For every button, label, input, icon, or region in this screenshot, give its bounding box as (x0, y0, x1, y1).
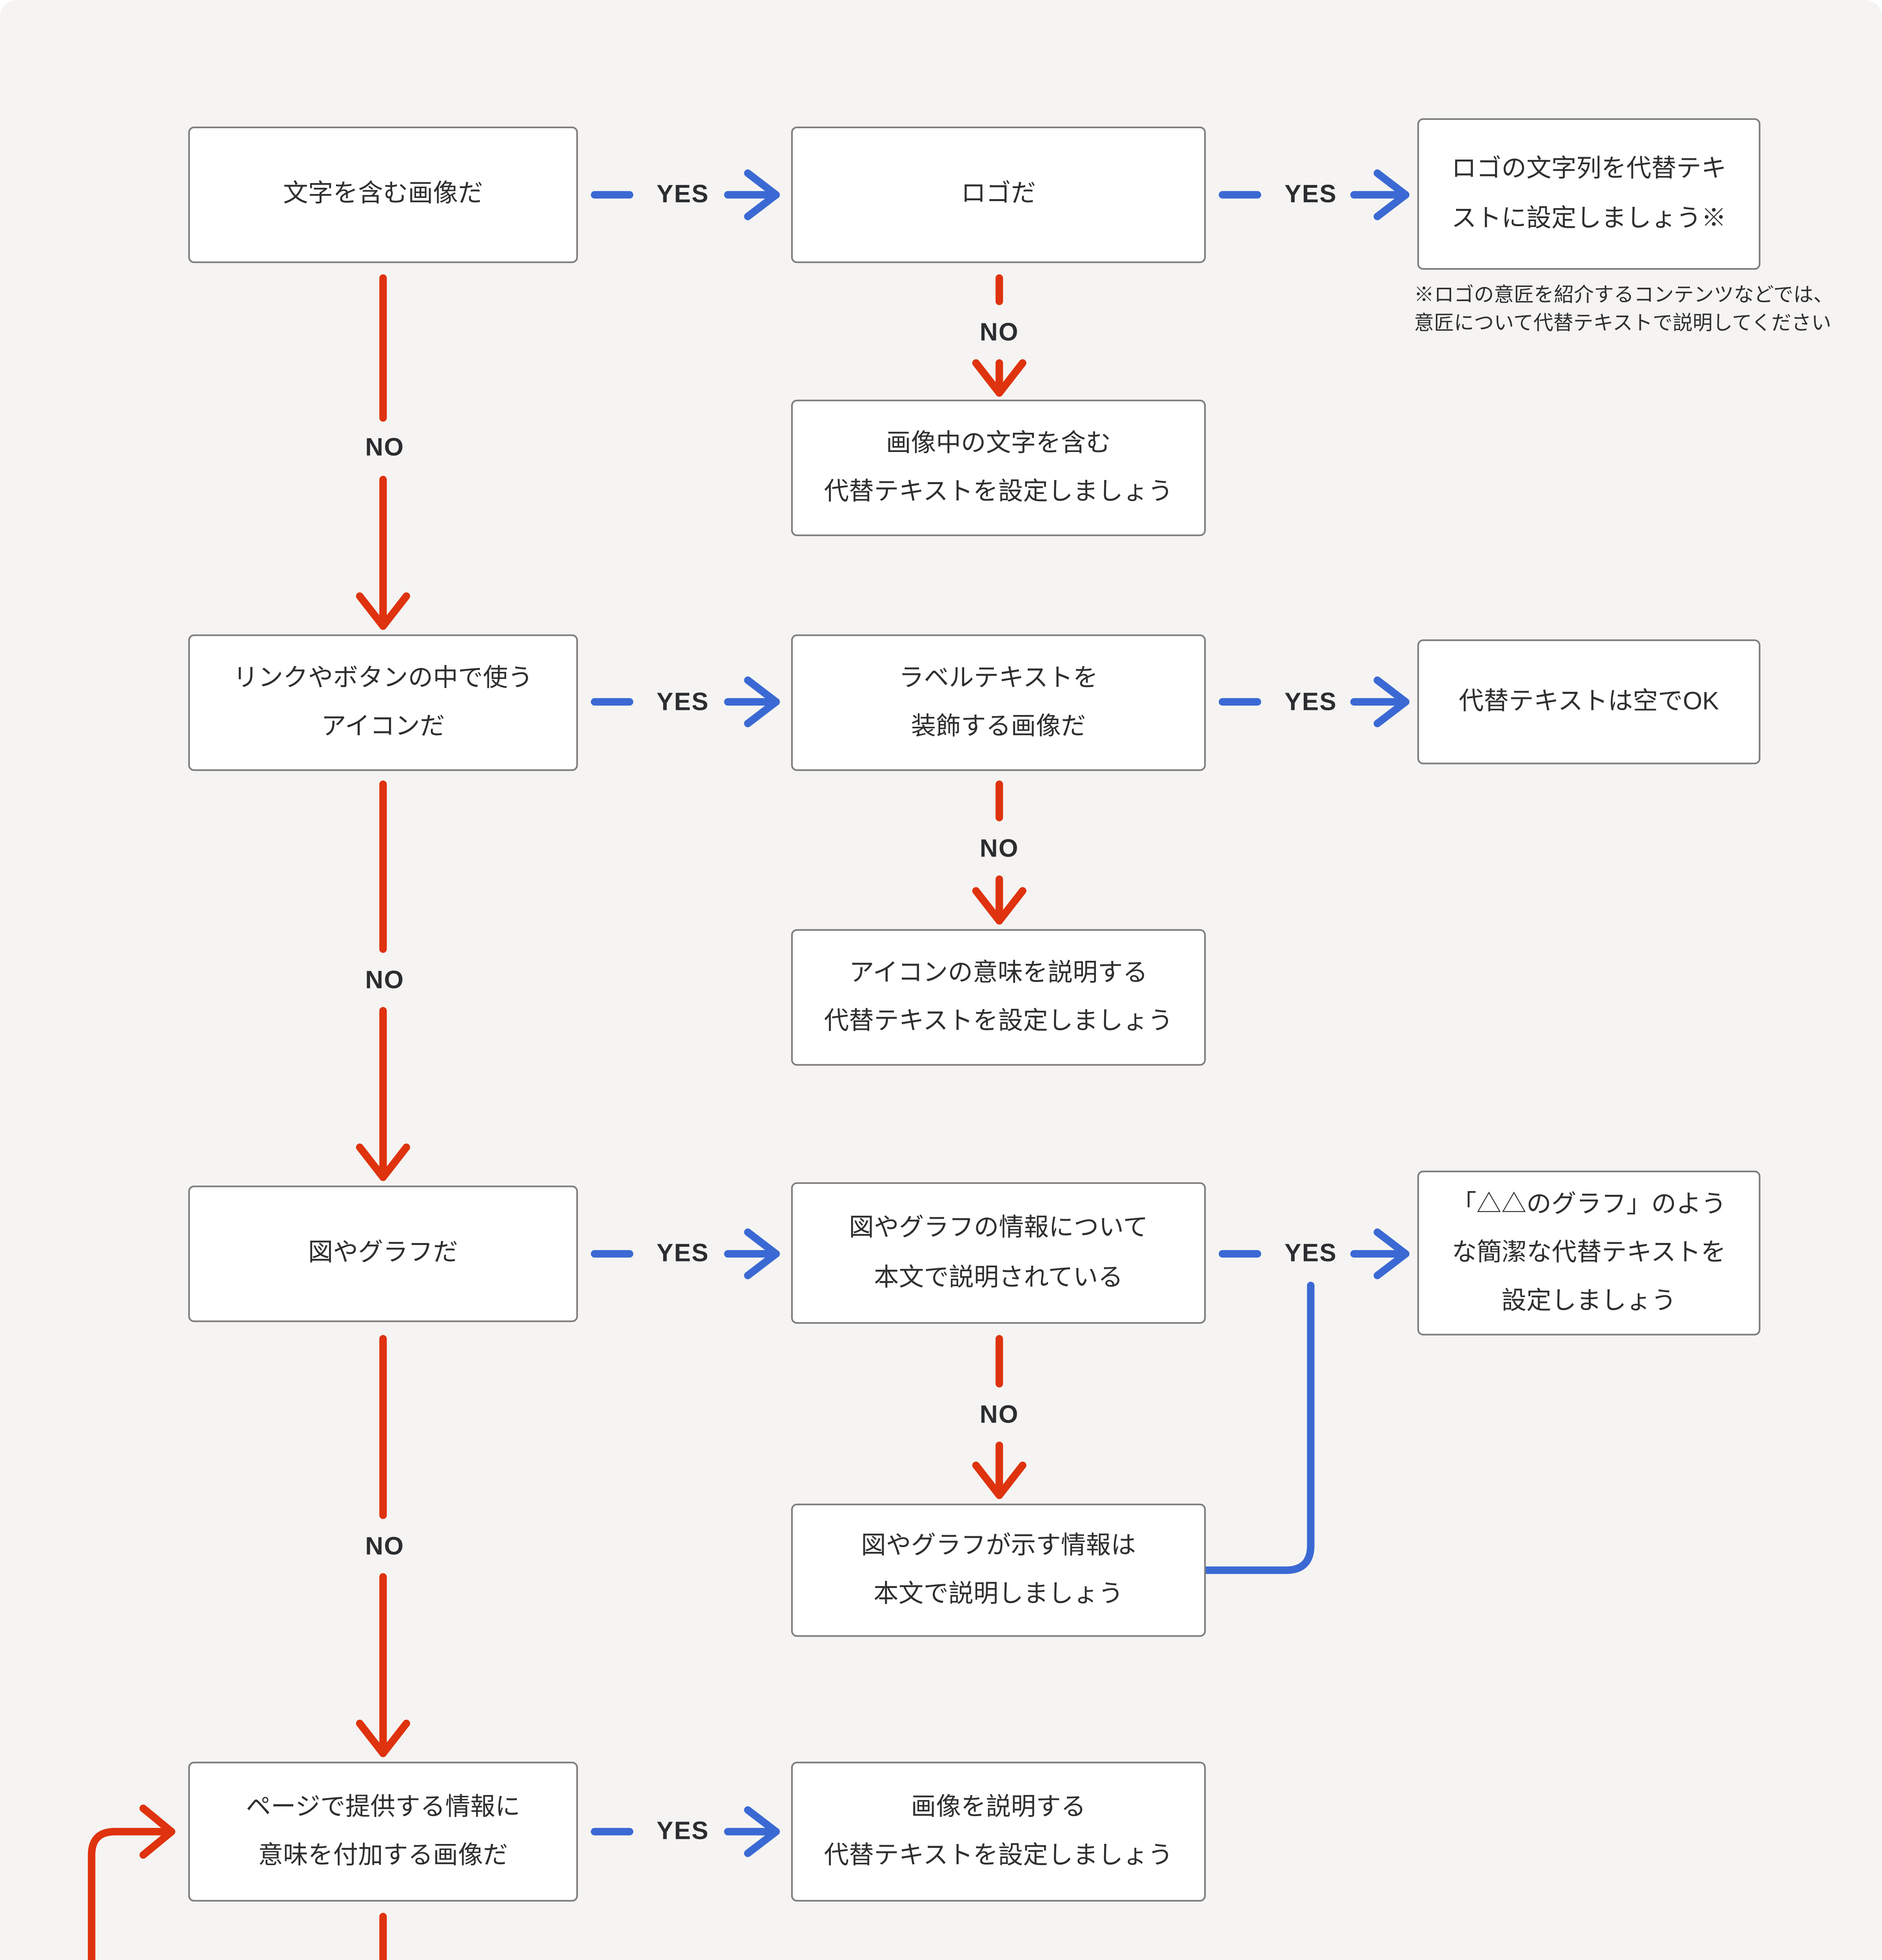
no-label-b1-b2: NO (979, 318, 1019, 347)
node-is-figure-or-graph: 図やグラフだ (188, 1185, 578, 1322)
node-label: 図やグラフだ (308, 1239, 458, 1268)
node-label: 文字を含む画像だ (283, 180, 483, 209)
node-set-alt-describing-image: 画像を説明する 代替テキストを設定しましょう (791, 1762, 1206, 1902)
yes-label-a2-b3: YES (656, 688, 709, 716)
node-icon-in-link-or-button: リンクやボタンの中で使う アイコンだ (188, 634, 578, 771)
node-label: 代替テキストは空でOK (1459, 687, 1719, 716)
logo-footnote: ※ロゴの意匠を紹介するコンテンツなどでは、 意匠について代替テキストで説明してく… (1414, 283, 1833, 334)
node-adds-meaning-to-page: ページで提供する情報に 意味を付加する画像だ (188, 1762, 578, 1902)
node-set-alt-explaining-icon: アイコンの意味を説明する 代替テキストを設定しましょう (791, 929, 1206, 1066)
no-label-a3-a4: NO (365, 1532, 405, 1561)
node-label: 画像中の文字を含む 代替テキストを設定しましょう (824, 429, 1173, 506)
node-explain-in-body-text: 図やグラフが示す情報は 本文で説明しましょう (791, 1503, 1206, 1637)
node-label: ロゴだ (961, 180, 1036, 209)
node-label: リンクやボタンの中で使う アイコンだ (233, 664, 533, 741)
node-label: ロゴの文字列を代替テキ ストに設定しましょう※ (1451, 155, 1726, 232)
edge-a2-b3-yes (590, 676, 780, 728)
edge-a2-a3-no (356, 780, 411, 1181)
edge-a1-a2-no (356, 274, 411, 630)
edge-b1-b2-no (972, 274, 1026, 397)
node-image-contains-text: 文字を含む画像だ (188, 126, 578, 263)
node-explained-in-body-text: 図やグラフの情報について 本文で説明されている (791, 1182, 1206, 1324)
node-label: 画像を説明する 代替テキストを設定しましょう (824, 1793, 1173, 1870)
edge-a4-b7-yes (590, 1806, 780, 1857)
edge-a4-a5-no (379, 1913, 387, 1960)
yes-label-a3-b5: YES (656, 1240, 709, 1268)
edge-b3-c2-yes (1219, 676, 1410, 728)
edge-b5-b6-no (972, 1335, 1026, 1499)
node-label: アイコンの意味を説明する 代替テキストを設定しましょう (824, 958, 1173, 1036)
yes-label-b1-c1: YES (1284, 180, 1337, 209)
node-empty-alt-ok-1: 代替テキストは空でOK (1417, 639, 1760, 764)
yes-label-b3-c2: YES (1284, 688, 1337, 716)
node-set-concise-alt: 「△△のグラフ」のよう な簡潔な代替テキストを 設定しましょう (1417, 1171, 1760, 1336)
node-set-alt-with-image-text: 画像中の文字を含む 代替テキストを設定しましょう (791, 399, 1206, 536)
node-label: 「△△のグラフ」のよう な簡潔な代替テキストを 設定しましょう (1451, 1190, 1726, 1316)
node-set-logo-text-as-alt: ロゴの文字列を代替テキ ストに設定しましょう※ (1417, 118, 1760, 270)
edge-a3-b5-yes (590, 1228, 780, 1279)
node-decorates-label-text: ラベルテキストを 装飾する画像だ (791, 634, 1206, 771)
edge-a5-a4-no-loop (88, 1804, 176, 1960)
no-label-a1-a2: NO (365, 434, 405, 462)
node-label: 図やグラフが示す情報は 本文で説明しましょう (861, 1531, 1136, 1609)
yes-label-a4-b7: YES (656, 1817, 709, 1846)
edge-b5-c3-yes (1219, 1228, 1410, 1279)
no-label-a2-a3: NO (365, 965, 405, 994)
edge-b1-c1-yes (1219, 169, 1410, 220)
no-label-b5-b6: NO (979, 1400, 1019, 1429)
edge-b6-c3-join (1202, 1281, 1315, 1574)
node-label: 図やグラフの情報について 本文で説明されている (849, 1214, 1148, 1292)
edge-a3-a4-no (356, 1335, 411, 1757)
yes-label-a1-b1: YES (656, 180, 709, 209)
node-label: ラベルテキストを 装飾する画像だ (899, 664, 1098, 741)
yes-label-b5-c3: YES (1284, 1240, 1337, 1268)
edge-a1-b1-yes (590, 169, 780, 220)
node-is-logo: ロゴだ (791, 126, 1206, 263)
node-label: ページで提供する情報に 意味を付加する画像だ (246, 1793, 520, 1870)
no-label-b3-b4: NO (979, 834, 1019, 863)
edge-b3-b4-no (972, 780, 1026, 925)
